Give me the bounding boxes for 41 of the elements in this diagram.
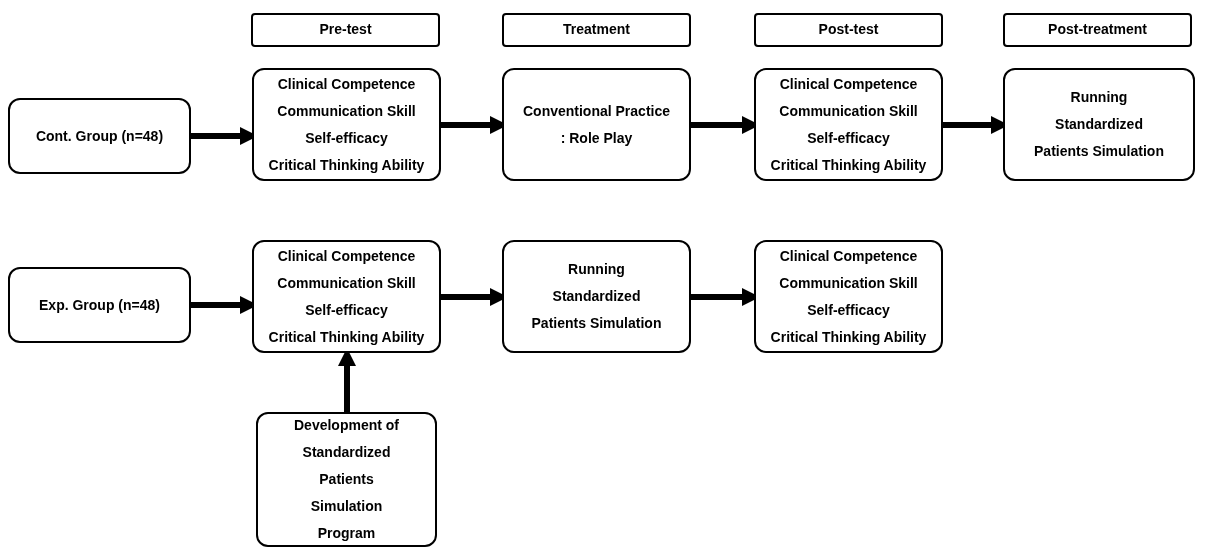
box-text: Exp. Group (n=48) [39,295,160,315]
box-text: Critical Thinking Ability [268,327,425,347]
process-box [754,68,943,181]
box-text: Critical Thinking Ability [770,155,927,175]
box-text: Self-efficacy [305,128,388,148]
box-text: Clinical Competence [779,74,918,94]
process-box [502,240,691,353]
box-text: Communication Skill [277,273,416,293]
box-text: Communication Skill [779,273,918,293]
box-text: Critical Thinking Ability [268,155,425,175]
box-text: Clinical Competence [277,246,416,266]
box-text: Conventional Practice [522,101,670,121]
box-text: Communication Skill [277,101,416,121]
process-box [1003,68,1195,181]
box-text: Cont. Group (n=48) [35,126,164,146]
phase-header-box [251,13,440,47]
box-text: Communication Skill [779,101,918,121]
box-text: Pre-test [319,21,372,39]
box-text: Self-efficacy [305,300,388,320]
process-box [502,68,691,181]
phase-header-box [502,13,691,47]
box-text: Clinical Competence [277,74,416,94]
box-text: Self-efficacy [807,128,890,148]
group-box [8,98,191,174]
box-text: Running Standardized Patients Simulation [1033,88,1165,161]
process-box [252,240,441,353]
box-text: Development of Standardized Patients Simulation Program [293,416,400,543]
box-text: Running Standardized Patients Simulation [530,260,663,333]
box-text: Critical Thinking Ability [770,327,927,347]
group-box [8,267,191,343]
box-text: Clinical Competence [779,246,918,266]
box-text: Self-efficacy [807,300,890,320]
process-box [754,240,943,353]
box-text: Post-test [818,21,879,39]
phase-header-box [754,13,943,47]
box-text: Treatment [563,21,630,39]
phase-header-box [1003,13,1192,47]
box-text: : Role Play [560,128,633,148]
box-text: Post-treatment [1048,21,1147,39]
process-box [252,68,441,181]
process-box [256,412,437,547]
